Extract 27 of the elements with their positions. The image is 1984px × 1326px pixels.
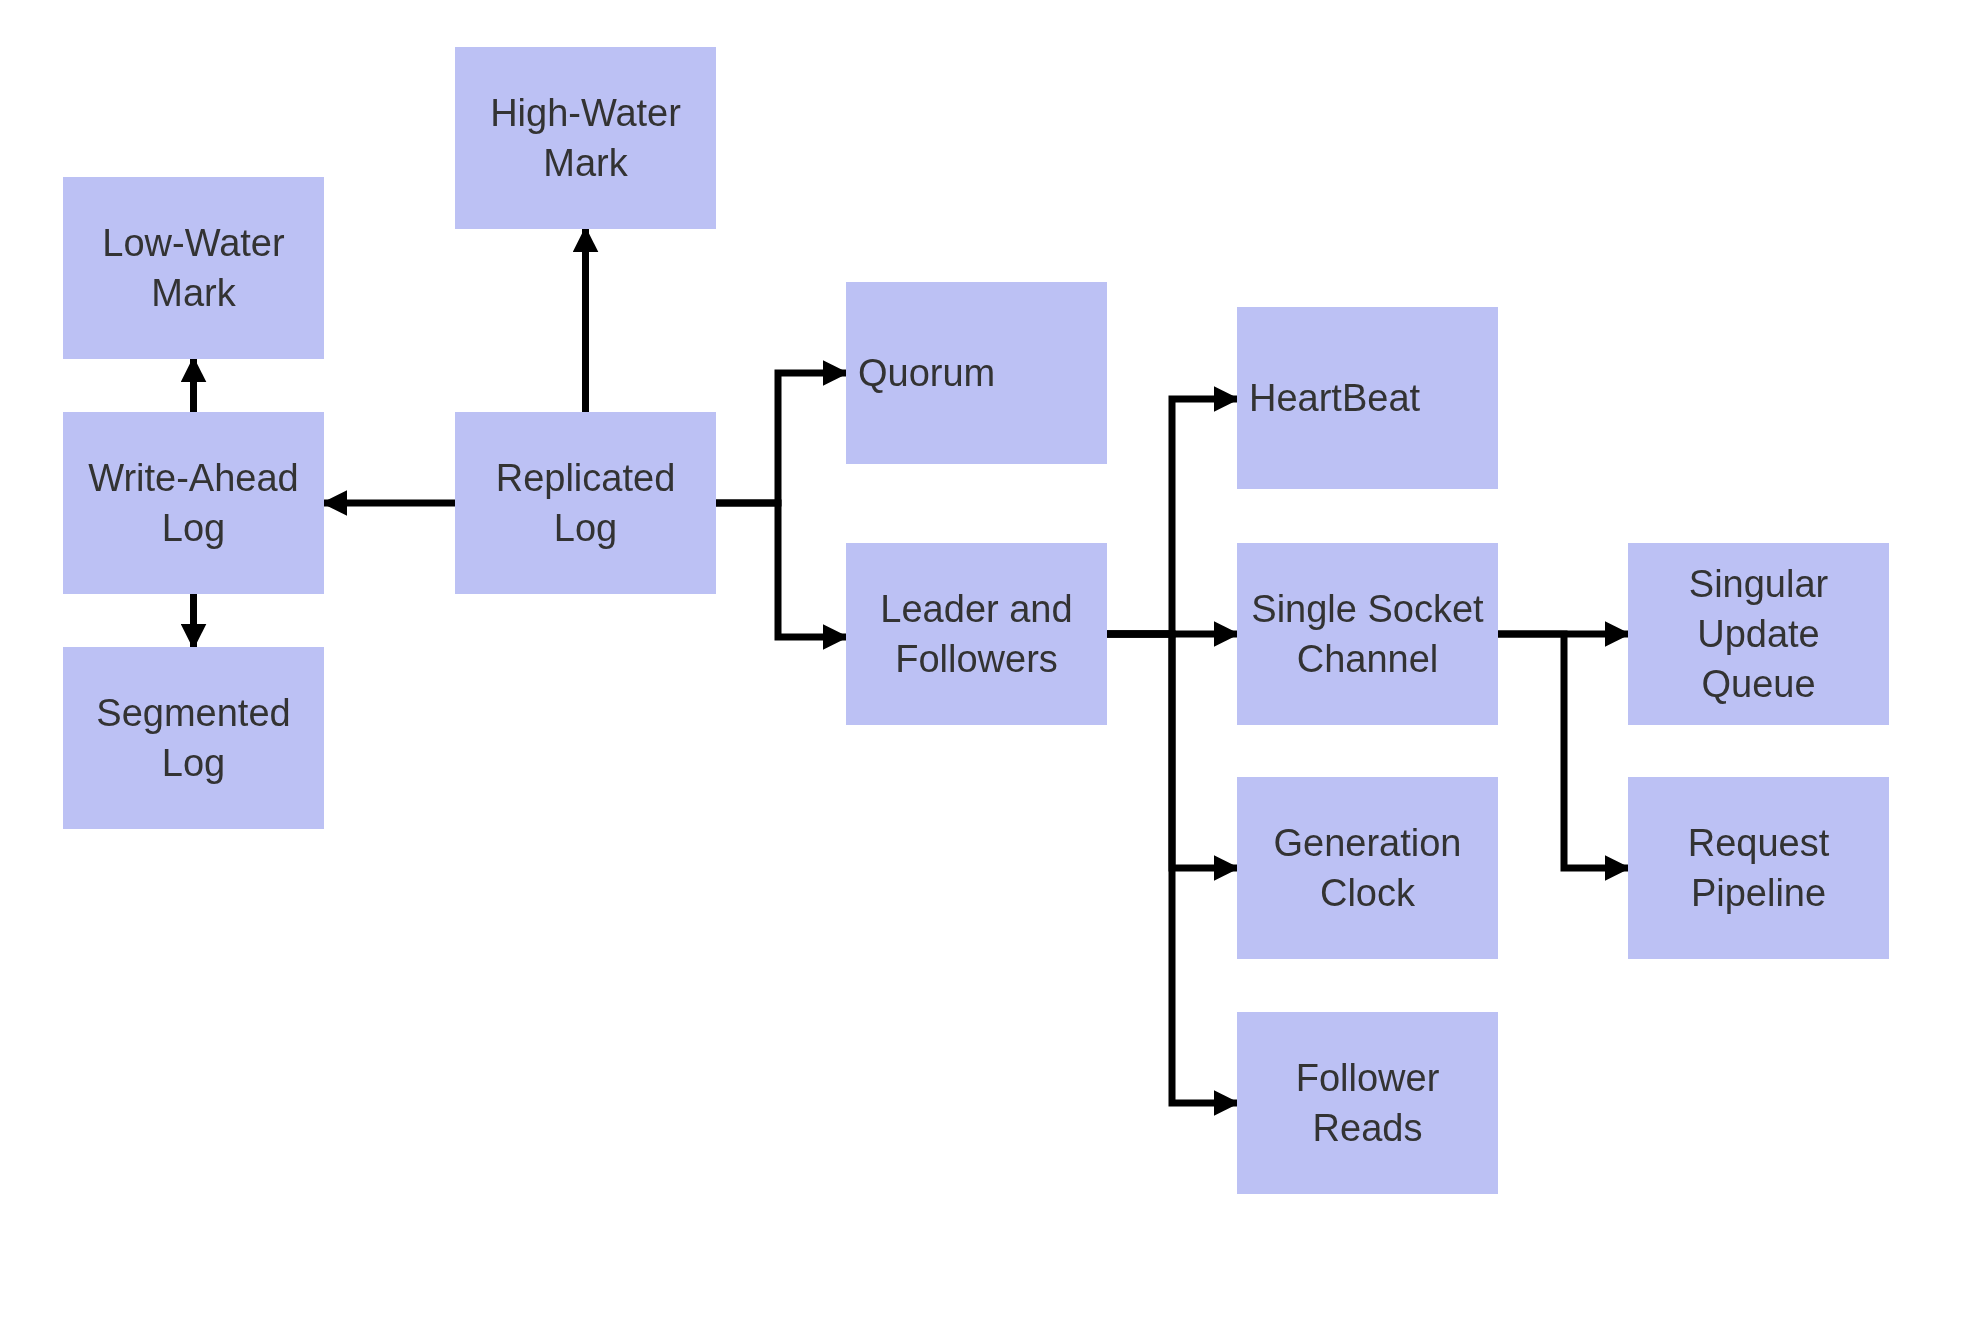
box-label: Segmented Log	[95, 691, 292, 786]
concept-box	[1237, 307, 1498, 489]
arrow	[180, 594, 207, 650]
box-label: Singular Update Queue	[1687, 562, 1830, 707]
concept-box	[846, 282, 1107, 464]
box-label: HeartBeat	[1249, 376, 1421, 421]
box-label: Leader and Followers	[879, 587, 1074, 682]
concept-box	[455, 412, 716, 594]
concept-box	[63, 177, 324, 359]
box-label: Low-Water Mark	[101, 221, 286, 316]
concept-box	[846, 543, 1107, 725]
box-label: High-Water Mark	[489, 91, 682, 186]
concept-box	[63, 647, 324, 829]
box-label: Quorum	[858, 351, 996, 396]
concept-box	[1628, 543, 1889, 725]
box-label: Follower Reads	[1294, 1056, 1441, 1151]
concept-box	[1237, 543, 1498, 725]
concept-box	[1628, 777, 1889, 959]
box-label: Request Pipeline	[1686, 821, 1831, 916]
concept-box	[1237, 1012, 1498, 1194]
box-label: Single Socket Channel	[1250, 587, 1485, 682]
concept-box	[1237, 777, 1498, 959]
box-label: Generation Clock	[1272, 821, 1463, 916]
box-label: Replicated Log	[494, 456, 677, 551]
concept-box	[63, 412, 324, 594]
concept-box	[455, 47, 716, 229]
box-label: Write-Ahead Log	[87, 456, 300, 551]
